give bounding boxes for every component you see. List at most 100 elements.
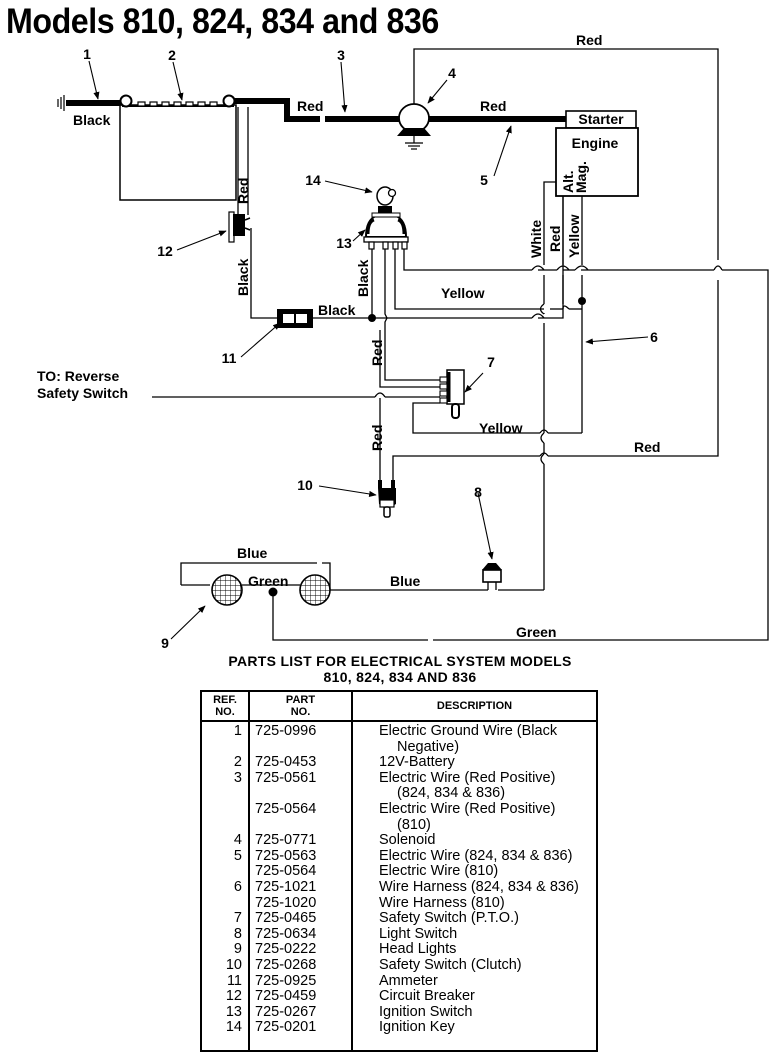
callout-9: 9 [161,635,169,650]
battery-terminal-negative-icon [119,94,133,108]
ground-symbol-icon [57,95,65,111]
wire-blue-top [180,562,317,585]
wire-label-clutch-red: Red [369,425,385,451]
circuit-breaker [228,211,251,243]
part-ref [202,802,242,833]
part-number: 725-0201 [255,1019,317,1036]
part-ref: 12 [225,988,242,1005]
part-ref: 14 [225,1019,242,1036]
mag-label: Mag. [573,161,589,193]
part-number: 725-0564 [255,863,317,880]
wire-label-return-red: Red [634,439,660,455]
wire-label-engine-white: White [528,220,544,258]
part-ref: 2 [233,754,242,771]
part-description-text: Electric Wire (824, 834 & 836) [379,847,573,864]
part-ref: 5 [233,847,242,864]
part-description-text: Ignition Switch [379,1003,473,1020]
part-description-continued: (824, 834 & 836) [397,785,506,802]
part-description-text: Electric Wire (810) [379,863,499,880]
wire-label-lights-blue-top: Blue [237,545,268,561]
wire-white-harness [403,245,532,271]
page-title: Models 810, 824, 834 and 836 [6,2,439,41]
callout-2: 2 [168,47,176,63]
wiring-diagram: Starter Engine Alt. Mag. [37,32,769,650]
wire-yellow-harness [394,245,544,310]
part-description-text: Wire Harness (810) [379,894,505,911]
wire-label-starter-red: Red [480,98,506,114]
part-description-text: 12V-Battery [379,754,455,771]
part-description: 12V-Battery [379,755,596,771]
callout-13: 13 [336,235,352,251]
part-description: Electric Wire (824, 834 & 836) [379,847,596,865]
header-part-no: PART NO. [249,691,353,722]
callout-14: 14 [305,172,321,188]
wire-label-ignition-black: Black [355,259,371,297]
part-number: 725-0563 [255,847,317,864]
part-ref: 13 [225,1003,242,1020]
part-number: 725-0268 [255,956,317,973]
pto-safety-switch [439,369,465,419]
part-description-text: Electric Ground Wire (Black [379,723,558,739]
wire-label-lights-green-bottom: Green [516,624,556,640]
parts-list-title: PARTS LIST FOR ELECTRICAL SYSTEM MODELS … [190,653,610,685]
part-ref: 8 [233,925,242,942]
part-description-text: Wire Harness (824, 834 & 836) [379,878,579,895]
part-description: Safety Switch (Clutch) [379,957,596,974]
battery-terminal-positive-icon [222,94,236,108]
part-description: Head Lights [379,942,596,958]
part-description: Circuit Breaker [379,988,596,1005]
part-ref: 10 [225,956,242,973]
part-description-text: Ammeter [379,972,438,989]
part-ref: 3 [233,769,242,786]
callout-11: 11 [222,350,237,366]
part-ref [202,864,242,880]
starter: Starter [565,110,637,129]
part-description-text: Safety Switch (P.T.O.) [379,910,519,927]
part-description: Solenoid [379,833,596,849]
starter-label: Starter [578,111,624,127]
part-ref: 11 [226,972,242,989]
part-description-text: Solenoid [379,832,436,849]
part-description-text: Light Switch [379,925,458,942]
ignition-switch [363,212,409,250]
parts-list-title-line2: 810, 824, 834 AND 836 [323,669,477,685]
wire-label-harness-yellow: Yellow [441,285,485,301]
callout-12: 12 [157,243,173,259]
wire-label-battery-red: Red [297,98,323,114]
part-number: 725-0222 [255,941,317,958]
part-description: Ammeter [379,972,596,990]
ammeter [277,309,313,328]
wire-red-return [548,280,719,457]
callout-7: 7 [487,354,495,370]
part-description-text: Ignition Key [379,1019,455,1036]
wire-black-breaker-ammeter [250,228,280,319]
headlight-left [211,574,243,606]
engine: Engine Alt. Mag. [555,127,639,197]
wire-label-engine-yellow: Yellow [566,214,582,258]
part-ref: 1 [233,723,242,739]
part-description: Ignition Key [379,1020,596,1036]
engine-label: Engine [572,135,619,151]
wire-label-pto-red: Red [369,340,385,366]
part-description: Electric Wire (Red Positive)(824, 834 & … [379,770,596,802]
part-ref [202,896,242,912]
callout-6: 6 [650,329,658,345]
junction-dots [268,297,586,597]
part-description: Electric Wire (Red Positive)(810) [379,801,596,833]
battery-positive-cable [234,98,400,122]
part-number: 725-0459 [255,988,317,1005]
part-description: Wire Harness (824, 834 & 836) [379,878,596,896]
part-description: Ignition Switch [379,1003,596,1021]
wire-white-engine [543,181,558,265]
callout-8: 8 [474,484,482,500]
solenoid [397,103,431,150]
part-description-continued: (810) [397,816,431,833]
part-description-text: Head Lights [379,941,457,958]
part-description-continued: Negative) [397,738,460,755]
part-ref: 4 [233,832,242,849]
light-switch [482,563,502,590]
parts-list-title-line1: PARTS LIST FOR ELECTRICAL SYSTEM MODELS [228,653,572,669]
